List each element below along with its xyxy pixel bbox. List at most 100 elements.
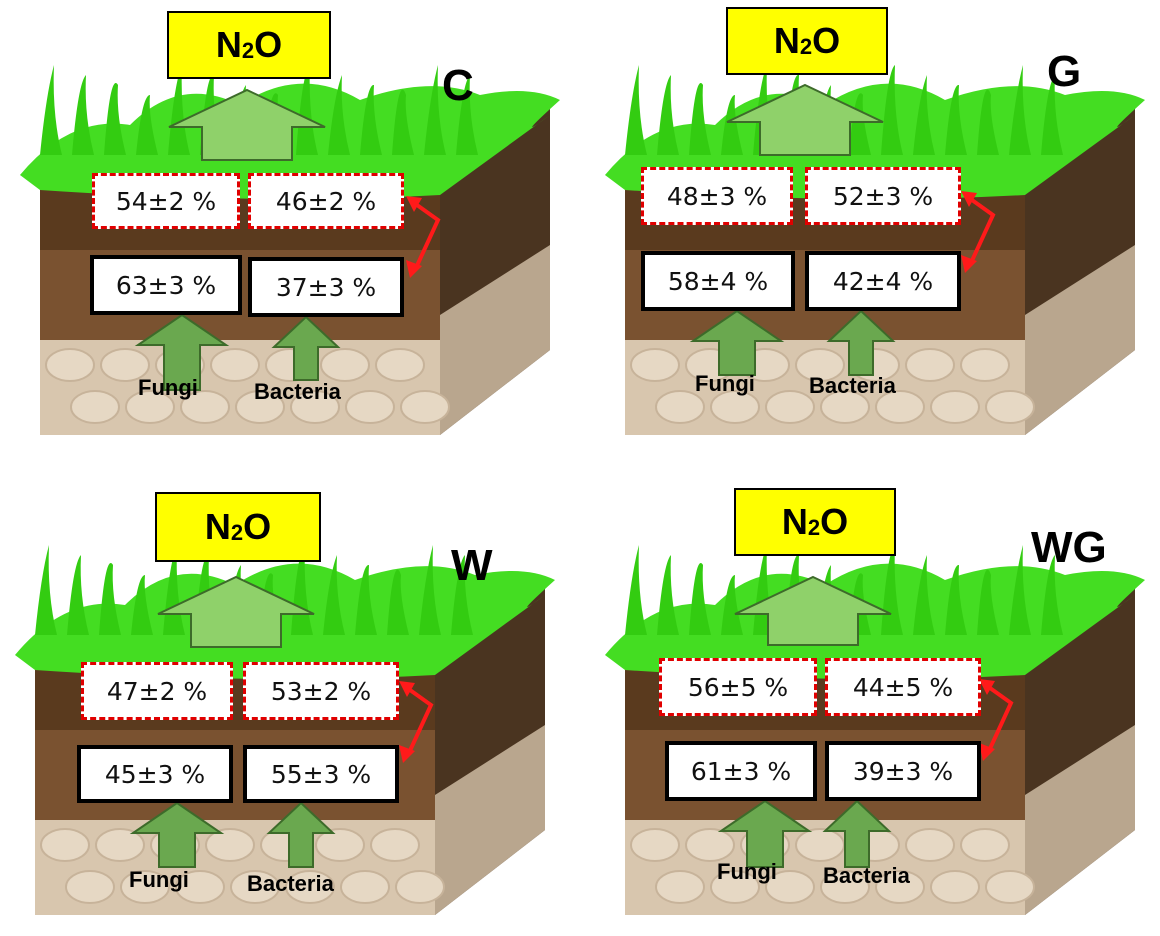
emission-arrow (726, 83, 884, 156)
pebble (930, 870, 980, 904)
fungi-label: Fungi (138, 375, 198, 400)
bottom-bacteria-value: 37±3 % (248, 257, 404, 317)
link-arrowhead-up (406, 196, 422, 212)
bacteria-label: Bacteria (823, 863, 910, 888)
grass-blade (977, 89, 999, 155)
pebble (765, 390, 815, 424)
grass-blade (625, 65, 647, 155)
top-bacteria-value: 44±5 % (825, 658, 981, 716)
rock-side-face (440, 245, 550, 435)
pebble (95, 828, 145, 862)
pebble (235, 390, 285, 424)
top-fungi-value: 56±5 % (659, 658, 817, 716)
grass-blade (424, 65, 446, 155)
top-fungi-value: 48±3 % (641, 167, 793, 225)
pebble (765, 870, 815, 904)
emission-arrow (168, 88, 326, 161)
pebble (370, 828, 420, 862)
grass-blade (355, 564, 377, 635)
pebble (795, 828, 845, 862)
pebble (70, 390, 120, 424)
fungi-label: Fungi (695, 371, 755, 396)
grass-blade (945, 564, 967, 635)
grass-blade (1009, 65, 1031, 155)
panel-label: C (442, 61, 474, 110)
fungi-arrow (134, 313, 230, 391)
bacteria-label: Bacteria (809, 373, 896, 398)
pebble (175, 870, 225, 904)
grass-blade (1041, 555, 1063, 635)
link-arrow (963, 193, 996, 266)
pebble (960, 348, 1010, 382)
pebble (400, 390, 450, 424)
top-fungi-value: 54±2 % (92, 173, 240, 229)
bacteria-arrow (266, 801, 336, 868)
emission-arrow (157, 575, 315, 648)
top-bacteria-value: 46±2 % (248, 173, 404, 229)
pebble (960, 828, 1010, 862)
link-arrowhead-up (961, 191, 977, 207)
rock-side-face (1025, 725, 1135, 915)
pebble (875, 870, 925, 904)
pebble (205, 828, 255, 862)
grass-blade (136, 95, 158, 155)
grass-blade (168, 65, 190, 155)
pebble (395, 870, 445, 904)
top-fungi-value: 47±2 % (81, 662, 233, 720)
grass-mat (15, 563, 555, 679)
bottom-bacteria-value: 55±3 % (243, 745, 399, 803)
grass-blade (296, 65, 318, 155)
bottom-bacteria-value: 42±4 % (805, 251, 961, 311)
pebble (985, 390, 1035, 424)
pebble (315, 828, 365, 862)
bacteria-label: Bacteria (254, 379, 341, 404)
grass-blade (72, 75, 94, 155)
bacteria-arrow (826, 309, 896, 376)
pebble (905, 828, 955, 862)
pebble (655, 390, 705, 424)
grass-blade (392, 89, 414, 155)
link-arrowhead-down (406, 260, 422, 278)
grass-blade (67, 555, 89, 635)
link-arrowhead-down (961, 255, 977, 273)
link-arrow (408, 198, 441, 271)
pebble (930, 390, 980, 424)
grass-mat (605, 563, 1145, 679)
fungi-arrow (689, 309, 785, 376)
link-arrowhead-down (979, 743, 995, 761)
link-arrowhead-up (399, 681, 415, 697)
pebble (820, 870, 870, 904)
pebble (210, 348, 260, 382)
pebble (875, 390, 925, 424)
bottom-bacteria-value: 39±3 % (825, 741, 981, 801)
pebble (320, 348, 370, 382)
pebble (630, 828, 680, 862)
grass-blade (131, 575, 153, 635)
pebble (630, 348, 680, 382)
pebble (685, 828, 735, 862)
pebble (340, 870, 390, 904)
pebble (345, 390, 395, 424)
pebble (985, 870, 1035, 904)
link-arrowhead-down (399, 745, 415, 763)
top-bacteria-value: 52±3 % (805, 167, 961, 225)
pebble (710, 390, 760, 424)
fungi-label: Fungi (717, 859, 777, 884)
panel-label: WG (1031, 523, 1107, 572)
pebble (45, 348, 95, 382)
grass-blade (1009, 545, 1031, 635)
pebble (795, 348, 845, 382)
grass-blade (657, 75, 679, 155)
pebble (65, 870, 115, 904)
fungi-arrow (129, 801, 225, 868)
pebble (100, 348, 150, 382)
panel-label: G (1047, 47, 1082, 96)
bottom-fungi-value: 58±4 % (641, 251, 795, 311)
pebble (125, 390, 175, 424)
